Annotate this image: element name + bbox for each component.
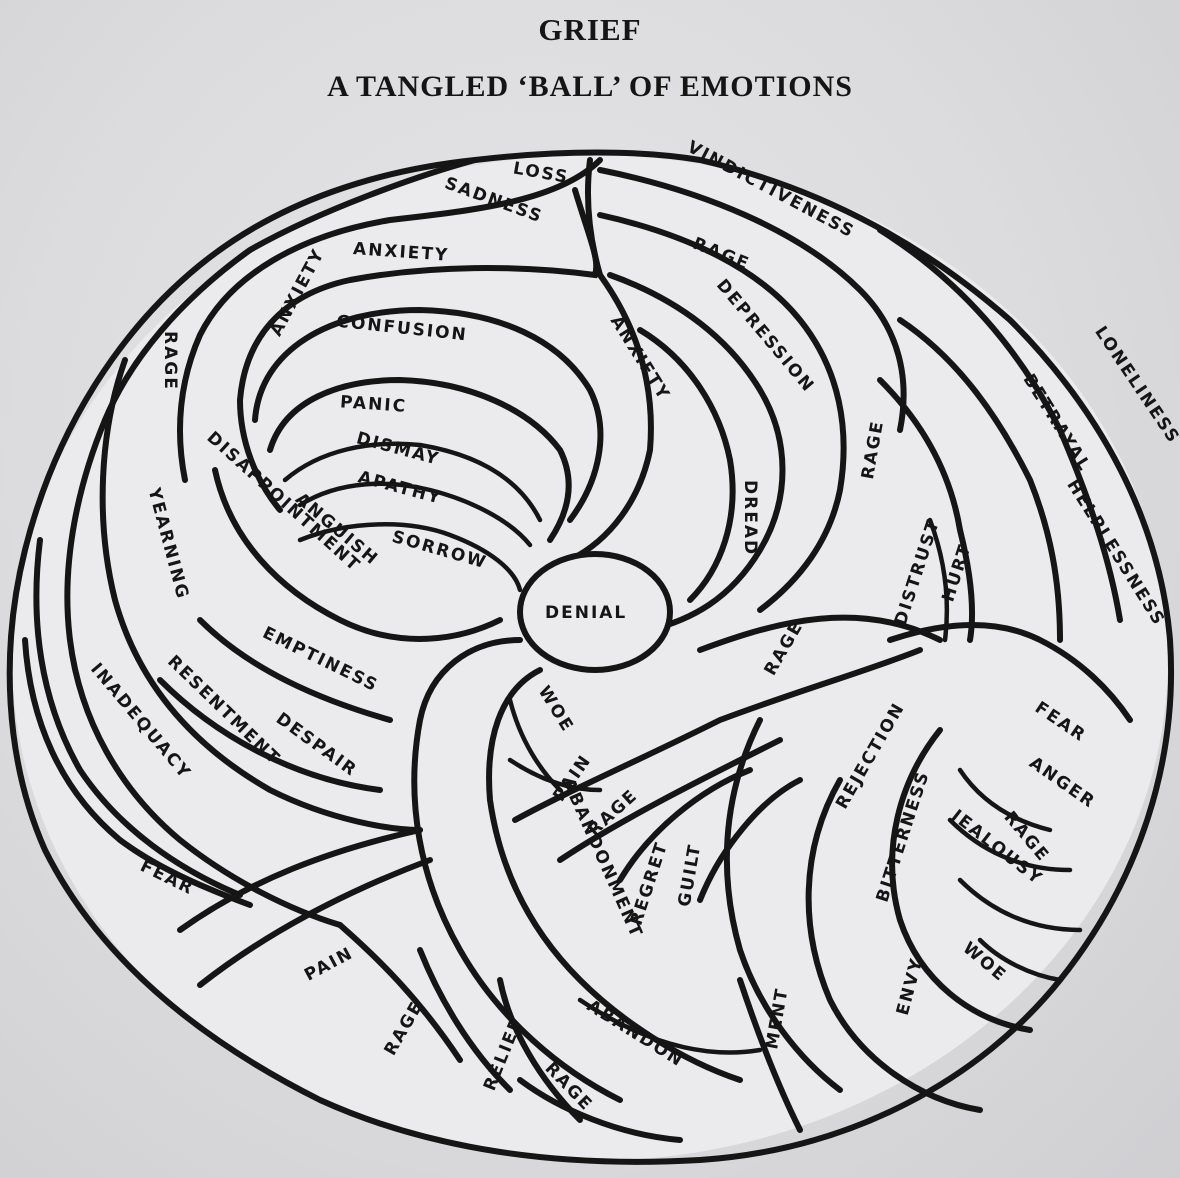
label-dread: DREAD [740, 480, 760, 556]
label-rage-left: RAGE [160, 331, 180, 391]
diagram-subtitle: A TANGLED ‘BALL’ OF EMOTIONS [327, 70, 853, 103]
upper-right-arcs [585, 157, 1133, 723]
diagram-title: GRIEF [538, 12, 642, 47]
left-strands [22, 357, 433, 988]
label-panic: PANIC [339, 392, 407, 417]
label-denial: DENIAL [545, 603, 627, 623]
upper-left-swirl [102, 157, 654, 642]
outer-outline [6, 149, 1175, 1165]
denial-knot [517, 551, 673, 673]
lower-strands [337, 551, 1083, 1143]
